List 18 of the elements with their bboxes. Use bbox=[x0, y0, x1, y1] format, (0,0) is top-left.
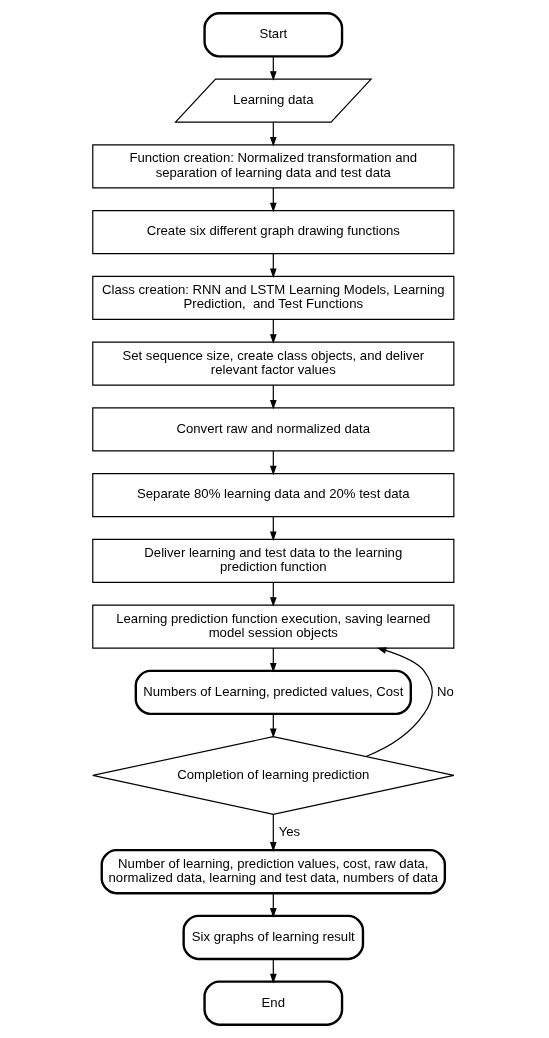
node-box: Set sequence size, create class objects, and deliver relevant factor values bbox=[92, 341, 455, 386]
node-box: Separate 80% learning data and 20% test data bbox=[92, 472, 455, 518]
node-box: Start bbox=[203, 12, 344, 58]
node-box: Six graphs of learning result bbox=[182, 914, 365, 961]
node-box: Number of learning, prediction values, cost, raw data, normalized data, learning and test data, numbers of data bbox=[100, 848, 447, 895]
edge-label: No bbox=[437, 683, 454, 699]
node-box: Deliver learning and test data to the learning prediction function bbox=[92, 538, 455, 583]
node-box: Function creation: Normalized transformation and separation of learning data and test data bbox=[92, 144, 455, 189]
node-diamond: Completion of learning prediction bbox=[92, 735, 455, 815]
edge-label: Yes bbox=[278, 823, 301, 839]
node-box: Convert raw and normalized data bbox=[92, 407, 455, 452]
node-box: Create six different graph drawing functions bbox=[92, 209, 455, 255]
node-box: Learning prediction function execution, saving learned model session objects bbox=[92, 604, 455, 649]
arrow bbox=[269, 814, 277, 852]
arrow bbox=[365, 647, 433, 758]
node-box: Class creation: RNN and LSTM Learning Models, Learning Prediction, and Test Functions bbox=[92, 275, 455, 320]
node-box: End bbox=[203, 980, 344, 1026]
node-box: Numbers of Learning, predicted values, Cost bbox=[134, 669, 412, 716]
